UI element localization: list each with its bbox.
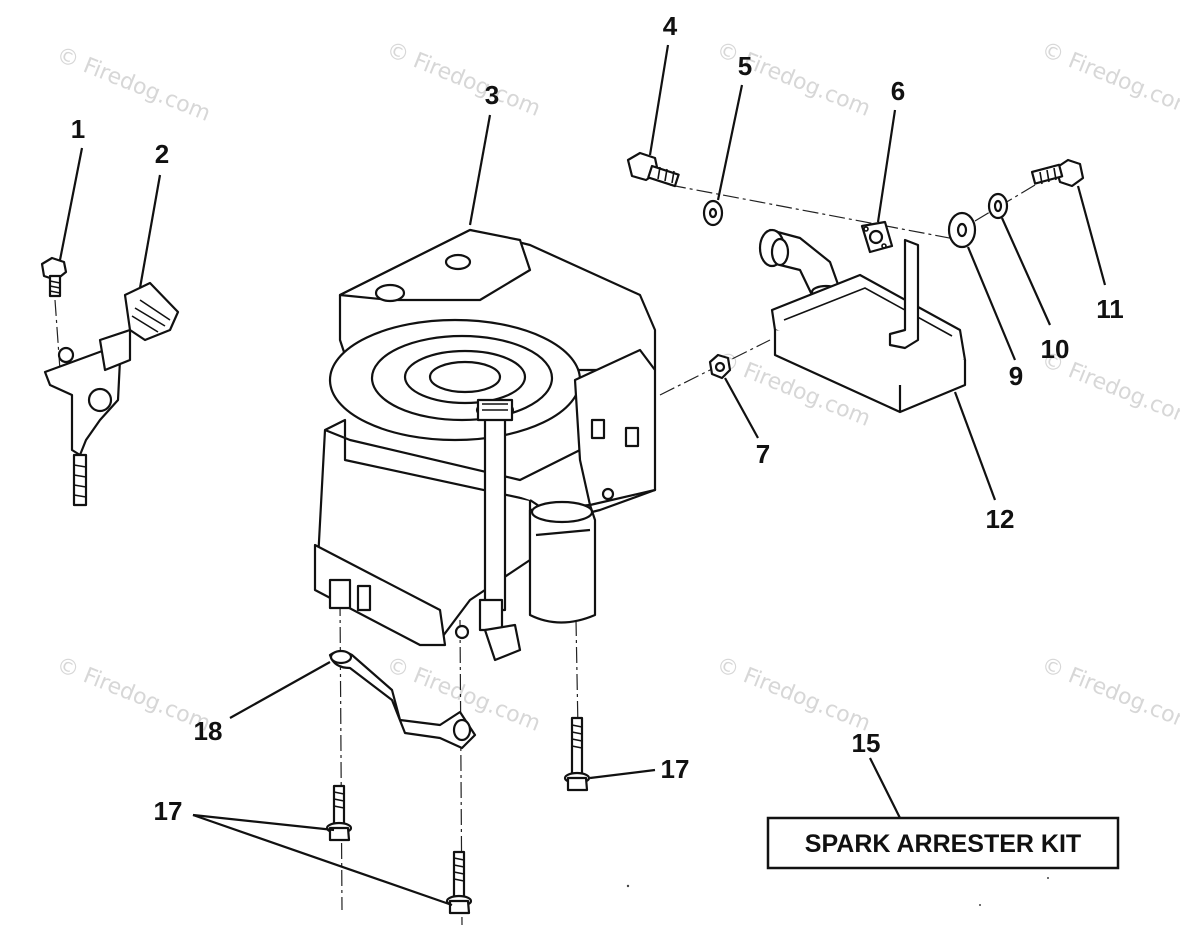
callout-3: 3	[485, 80, 499, 110]
washer-10	[987, 192, 1009, 220]
engine	[313, 228, 657, 662]
watermark: © Firedog.com	[383, 37, 544, 121]
callout-10: 10	[1041, 334, 1070, 364]
bolt-17-left-a	[325, 784, 353, 842]
bolt-4	[626, 151, 680, 188]
callout-4: 4	[663, 11, 678, 41]
callout-15: 15	[852, 728, 881, 758]
washer-5	[702, 199, 724, 227]
muffler-12	[770, 238, 967, 414]
callout-11: 11	[1096, 294, 1124, 324]
bolt-17-right	[563, 716, 591, 792]
watermark: © Firedog.com	[1038, 37, 1180, 121]
nut-7	[708, 353, 732, 380]
callout-7: 7	[756, 439, 770, 469]
leader-lines	[58, 44, 1107, 907]
callout-17-left: 17	[154, 796, 183, 826]
bolt-17-left-b	[445, 850, 473, 915]
callout-numbers: 1 2 3 4 5 6 7 9 10 11 12 15 17 18 17	[71, 11, 1124, 826]
callout-1: 1	[71, 114, 85, 144]
scan-specks	[626, 877, 1049, 906]
spark-arrester-kit-box: SPARK ARRESTER KIT	[766, 816, 1120, 870]
bolt-11	[1030, 158, 1085, 188]
callout-18: 18	[194, 716, 223, 746]
callout-5: 5	[738, 51, 752, 81]
bolt-1	[40, 256, 68, 298]
callout-2: 2	[155, 139, 169, 169]
spark-arrester-kit-label: SPARK ARRESTER KIT	[805, 830, 1081, 858]
throttle-bracket	[43, 281, 180, 507]
bracket-rod-18	[328, 649, 477, 750]
watermark: © Firedog.com	[53, 652, 214, 736]
watermark: © Firedog.com	[1038, 652, 1180, 736]
callout-6: 6	[891, 76, 905, 106]
callout-9: 9	[1009, 361, 1023, 391]
watermark: © Firedog.com	[713, 652, 874, 736]
gasket-6	[860, 220, 894, 254]
callout-12: 12	[986, 504, 1015, 534]
callout-17-right: 17	[661, 754, 690, 784]
washer-9	[947, 211, 977, 249]
